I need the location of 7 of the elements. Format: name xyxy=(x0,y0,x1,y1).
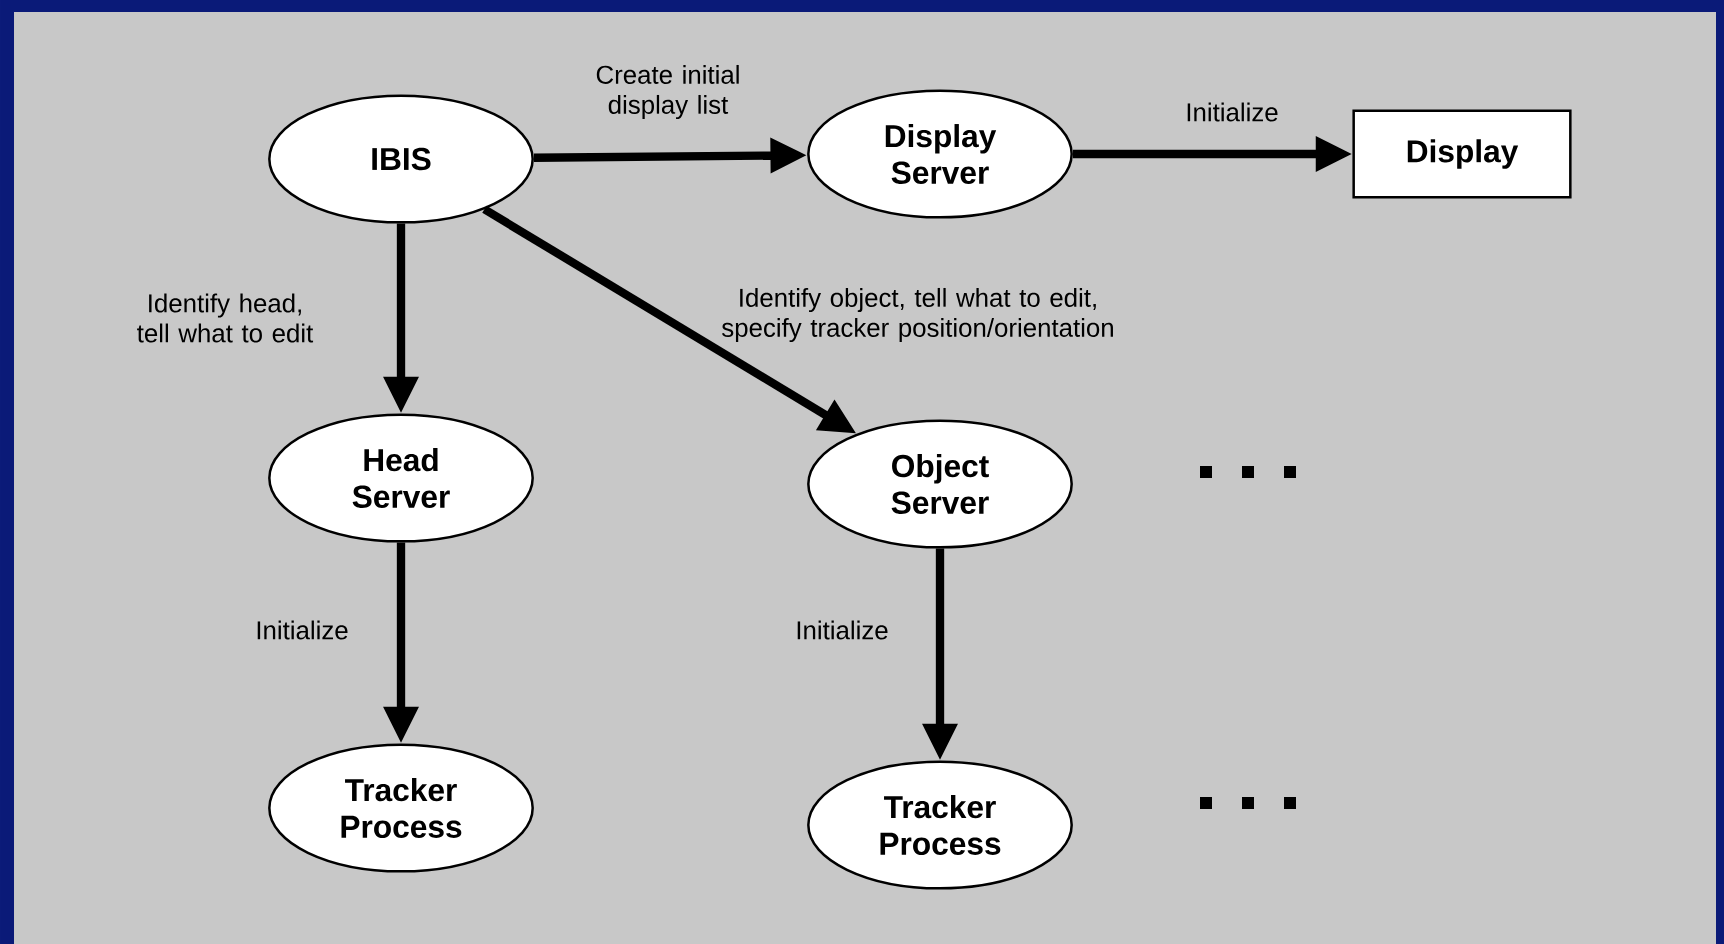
edge-label: Identify object, tell what to edit, specify tracker position/orientation xyxy=(722,287,1113,343)
edge-label: Identify head, tell what to edit xyxy=(137,293,314,343)
edge-label: Initialize xyxy=(257,620,348,640)
edge-label: Initialize xyxy=(1187,102,1278,122)
device-box: Display xyxy=(1352,109,1572,199)
edge-label: Create initial display list xyxy=(596,64,739,120)
edge-label: Initialize xyxy=(797,620,888,640)
